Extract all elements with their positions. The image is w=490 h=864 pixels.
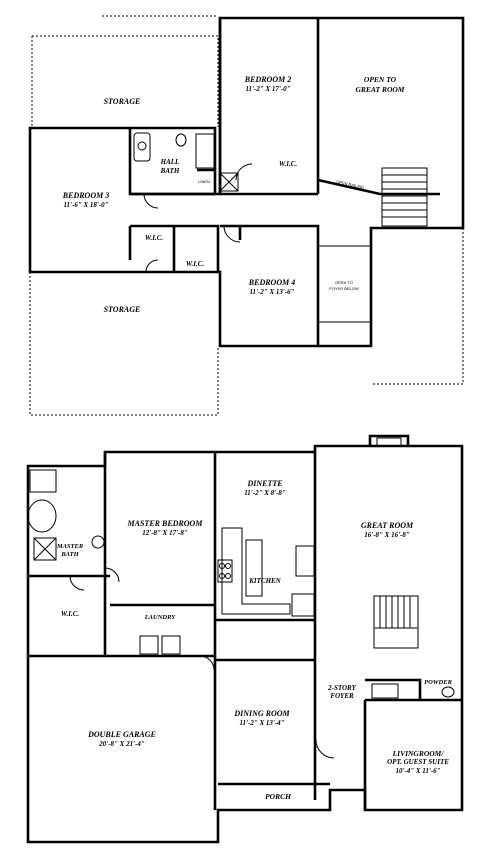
wic-left-label: W.I.C. — [145, 234, 164, 242]
open-to-foyer-line2: FOYER BELOW — [329, 286, 359, 291]
hall-tub — [133, 132, 151, 162]
range — [217, 559, 233, 583]
great-room-name: GREAT ROOM — [361, 521, 414, 530]
double-garage-name: DOUBLE GARAGE — [87, 730, 156, 739]
open-to-foyer-box — [317, 245, 372, 323]
powder-walls — [365, 678, 422, 700]
double-garage-size: 20'-8" X 21'-4" — [98, 740, 145, 748]
lower-stairs — [373, 595, 419, 649]
sink — [295, 545, 315, 577]
door-swing-bed3 — [143, 193, 159, 209]
living-room-size: 10'-4" X 11'-6" — [395, 767, 440, 775]
open-to-foyer-line1: OPEN TO — [335, 280, 353, 285]
door-swing-master — [104, 567, 120, 583]
door-swing-bath — [69, 575, 85, 591]
open-to-great-room-line2: GREAT ROOM — [356, 85, 405, 94]
storage-bottom-outline — [29, 272, 219, 416]
master-bedroom-size: 12'-8" X 17'-8" — [142, 529, 188, 537]
refrigerator — [291, 593, 315, 617]
washer — [139, 635, 159, 655]
hall-bath-line1: HALL — [160, 158, 180, 166]
bedroom2-walls — [218, 18, 320, 196]
storage-top-outline — [31, 35, 219, 127]
dinette-name: DINETTE — [246, 479, 282, 488]
master-tub — [27, 499, 57, 533]
foyer-line2: FOYER — [330, 692, 354, 700]
master-bath-line1: MASTER — [56, 543, 84, 550]
dining-room-name: DINING ROOM — [233, 709, 290, 718]
foyer-line1: 2-STORY — [327, 684, 356, 692]
wic-bed2-label: W.I.C. — [279, 160, 298, 168]
powder-vanity — [371, 683, 399, 699]
kitchen-counter — [221, 527, 291, 615]
kitchen-walls — [215, 452, 317, 800]
storage-bottom-label: STORAGE — [104, 305, 141, 314]
storage-top-label: STORAGE — [104, 97, 141, 106]
wic-right-label: W.I.C. — [186, 260, 205, 268]
lower-floor-plan: MASTER BEDROOM 12'-8" X 17'-8" MASTER BA… — [26, 434, 464, 844]
powder-toilet — [441, 686, 455, 698]
fireplace-box — [376, 437, 402, 447]
bedroom2-size: 11'-2" X 17'-0" — [245, 85, 290, 93]
door-swing-garage — [199, 655, 215, 671]
master-bedroom-name: MASTER BEDROOM — [127, 519, 204, 528]
living-room-line2: OPT. GUEST SUITE — [387, 758, 449, 766]
door-swing-bed4 — [223, 225, 241, 243]
open-railing-label: OPEN RAILING — [336, 179, 365, 190]
master-wic-label: W.I.C. — [61, 610, 80, 618]
upper-stairs — [381, 167, 428, 227]
wic-walls — [128, 224, 220, 272]
door-swing-entry — [315, 739, 335, 759]
master-shower — [33, 537, 57, 561]
master-bath-line2: BATH — [60, 551, 79, 558]
hall-sink — [137, 141, 147, 151]
bedroom3-name: BEDROOM 3 — [62, 191, 109, 200]
kitchen-label: KITCHEN — [248, 577, 281, 585]
great-room-size: 16'-8" X 16'-8" — [364, 531, 410, 539]
bedroom4-name: BEDROOM 4 — [248, 278, 295, 287]
master-sink — [91, 535, 105, 549]
lower-exterior-wall — [26, 444, 464, 844]
bedroom3-size: 11'-6" X 18'-0" — [63, 201, 108, 209]
living-room-line1: LIVINGROOM/ — [392, 749, 445, 758]
dryer — [161, 635, 181, 655]
powder-label: POWDER — [424, 679, 452, 686]
bedroom2-name: BEDROOM 2 — [244, 75, 291, 84]
hall-shower — [195, 133, 215, 169]
living-walls — [363, 698, 462, 810]
hall-toilet — [175, 133, 187, 147]
door-swing-wic — [145, 259, 159, 273]
linen-box — [219, 172, 239, 192]
master-shower-box — [29, 469, 57, 493]
porch-label: PORCH — [265, 792, 292, 801]
open-to-great-room-line1: OPEN TO — [364, 75, 397, 84]
master-walls — [28, 452, 215, 658]
dinette-size: 11'-2" X 8'-8" — [244, 489, 286, 497]
linen-label: LINEN — [198, 179, 210, 184]
door-swing-bed2 — [235, 163, 253, 181]
kitchen-island — [245, 539, 263, 597]
bedroom4-size: 11'-2" X 13'-6" — [249, 288, 294, 296]
fireplace — [368, 434, 410, 446]
upper-floor-plan: STORAGE BEDROOM 2 11'-2" X 17'-0" OPEN T… — [28, 15, 465, 416]
hall-bath-line2: BATH — [160, 167, 180, 175]
dining-room-size: 11'-2" X 13'-4" — [239, 719, 284, 727]
laundry-label: LAUNDRY — [144, 614, 177, 621]
dining-walls — [215, 658, 330, 786]
open-railing — [317, 178, 440, 196]
right-dashed-outline — [371, 227, 464, 385]
